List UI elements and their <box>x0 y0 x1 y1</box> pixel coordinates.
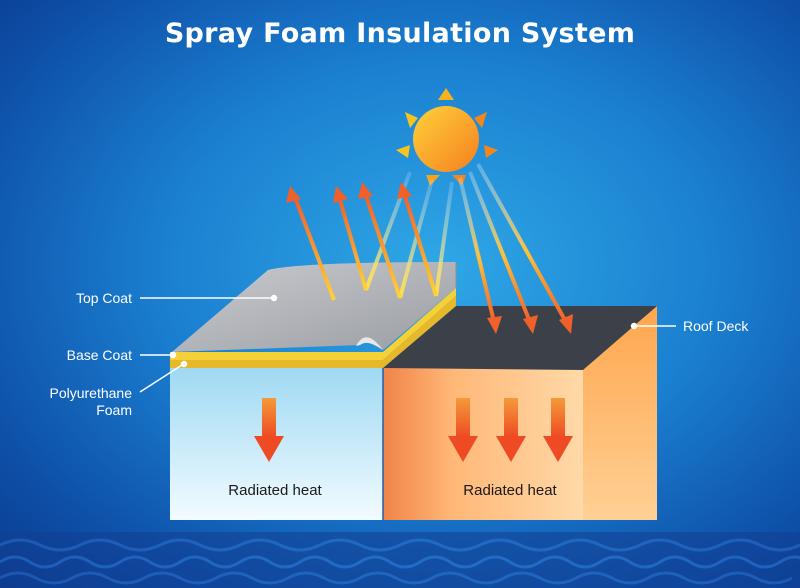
heat-arrow-right-1 <box>448 398 478 462</box>
absorbed-rays <box>458 163 573 334</box>
reflect-arrowhead <box>397 182 412 199</box>
foam-label: Polyurethane Foam <box>20 385 132 419</box>
base-coat-layer <box>170 288 456 360</box>
reflect-arrowhead <box>333 186 348 203</box>
reflect-arrowhead <box>358 182 373 199</box>
base-coat-label: Base Coat <box>66 347 132 363</box>
incoming-arrowhead <box>523 315 538 334</box>
heat-arrow-right-2 <box>496 398 526 462</box>
reflect-arrowhead <box>286 186 301 203</box>
sun-icon <box>396 88 498 186</box>
heat-arrow-right-3 <box>543 398 573 462</box>
top-coat-layer <box>172 262 456 352</box>
page-title: Spray Foam Insulation System <box>164 18 636 49</box>
heat-arrow-left <box>254 398 284 462</box>
foam-label-line1: Polyurethane <box>49 385 132 401</box>
heat-label-right: Radiated heat <box>463 482 557 499</box>
reflected-rays <box>286 171 454 301</box>
top-coat-label: Top Coat <box>75 290 132 306</box>
incoming-arrowhead <box>559 314 573 334</box>
leader-lines <box>139 294 676 393</box>
hot-side-face <box>583 306 657 520</box>
foam-texture-decoration <box>0 532 800 588</box>
polyurethane-foam-layer <box>170 296 456 368</box>
heat-label-left: Radiated heat <box>228 482 322 499</box>
roof-deck-label: Roof Deck <box>683 318 749 334</box>
incoming-arrowhead <box>487 316 502 334</box>
top-coat-curl <box>356 337 383 350</box>
foam-label-line2: Foam <box>96 402 132 418</box>
roof-deck <box>383 306 657 370</box>
